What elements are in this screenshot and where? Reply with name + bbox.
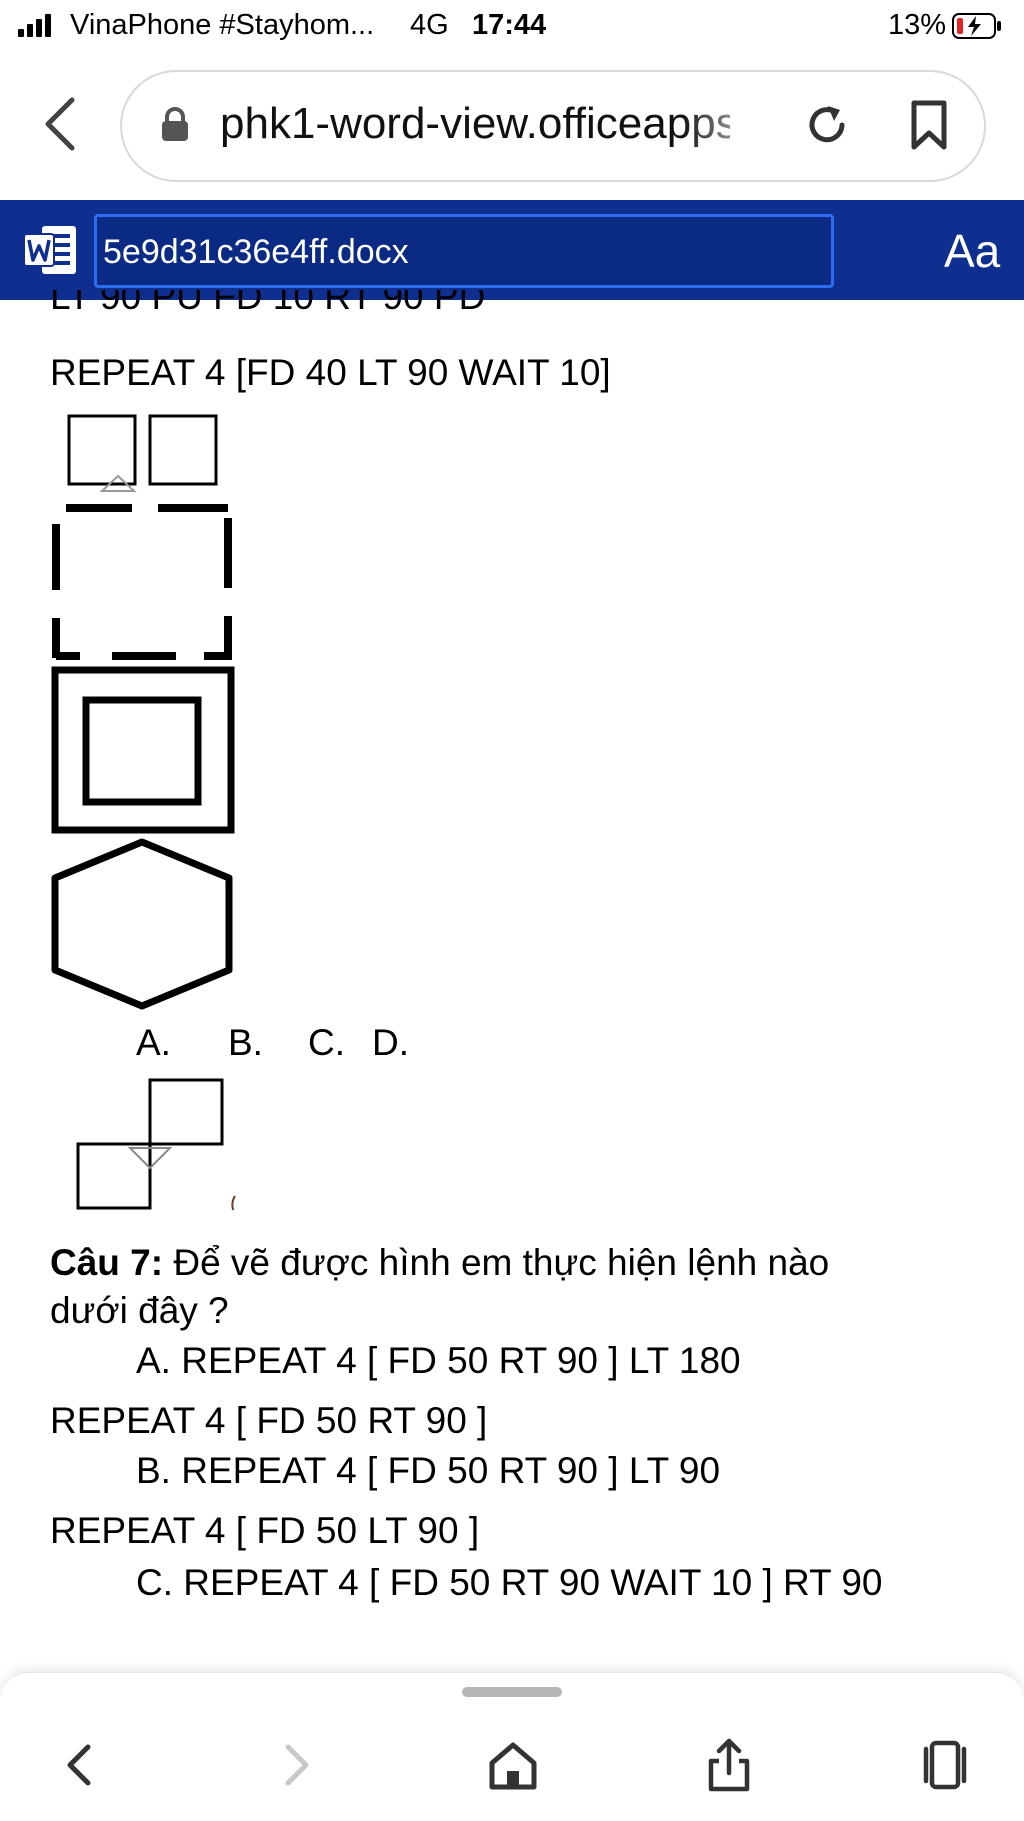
url-field[interactable]: phk1-word-view.officeapps.. [120, 70, 986, 182]
font-size-button[interactable]: Aa [944, 225, 1001, 277]
file-name: 5e9d31c36e4ff.docx [103, 233, 409, 271]
figure-staggered-squares [76, 1078, 224, 1210]
option-a-label: A. [136, 1022, 171, 1063]
toolbar-grabber[interactable] [462, 1687, 562, 1697]
carrier-name: VinaPhone #Stayhom... [70, 9, 375, 41]
question-7: Câu 7: Để vẽ được hình em thực hiện lệnh… [50, 1242, 829, 1284]
repeat-line-1: REPEAT 4 [ FD 50 RT 90 ] [50, 1400, 488, 1441]
partially-hidden-line: LT 90 PU FD 10 RT 90 PD [50, 290, 486, 317]
word-logo-icon [23, 226, 76, 274]
figure-dashed-square [52, 504, 232, 660]
nav-forward-icon[interactable] [270, 1737, 324, 1793]
question-text-continued: dưới đây ? [50, 1290, 229, 1331]
option-c-label: C. [308, 1022, 345, 1063]
question-text: Để vẽ được hình em thực hiện lệnh nào [163, 1242, 830, 1283]
url-fade [682, 92, 792, 156]
repeat-line-2: REPEAT 4 [ FD 50 LT 90 ] [50, 1510, 480, 1551]
network-type: 4G [410, 9, 449, 41]
reload-icon[interactable] [804, 102, 850, 148]
battery-percent: 13% [888, 9, 947, 41]
status-time: 17:44 [472, 9, 547, 41]
bookmark-icon[interactable] [910, 100, 948, 150]
lock-icon [162, 107, 188, 141]
option-d-label: D. [372, 1022, 409, 1063]
browser-toolbar [0, 1672, 1024, 1821]
home-icon[interactable] [486, 1737, 540, 1793]
answer-a: A. REPEAT 4 [ FD 50 RT 90 ] LT 180 [136, 1340, 741, 1381]
tabs-icon[interactable] [918, 1737, 972, 1793]
signal-icon [18, 14, 51, 37]
answer-b: B. REPEAT 4 [ FD 50 RT 90 ] LT 90 [136, 1450, 721, 1491]
answer-c: C. REPEAT 4 [ FD 50 RT 90 WAIT 10 ] RT 9… [136, 1562, 883, 1603]
figure-group [51, 414, 236, 1211]
repeat-command-line: REPEAT 4 [FD 40 LT 90 WAIT 10] [50, 352, 611, 393]
figure-nested-squares [51, 666, 235, 834]
option-b-label: B. [228, 1022, 263, 1063]
figure-hexagon [51, 838, 233, 1010]
share-icon[interactable] [702, 1737, 756, 1793]
url-text[interactable]: phk1-word-view.officeapps.. [220, 99, 730, 148]
word-header-bar: 5e9d31c36e4ff.docx Aa [0, 200, 1024, 300]
battery-icon [952, 13, 1001, 39]
status-bar: VinaPhone #Stayhom... 4G 17:44 13% [0, 0, 1024, 54]
back-chevron-icon[interactable] [40, 96, 80, 152]
question-label: Câu 7: [50, 1242, 164, 1283]
file-name-field[interactable]: 5e9d31c36e4ff.docx [94, 214, 834, 288]
nav-back-icon[interactable] [52, 1737, 106, 1793]
figure-two-squares [67, 414, 218, 492]
